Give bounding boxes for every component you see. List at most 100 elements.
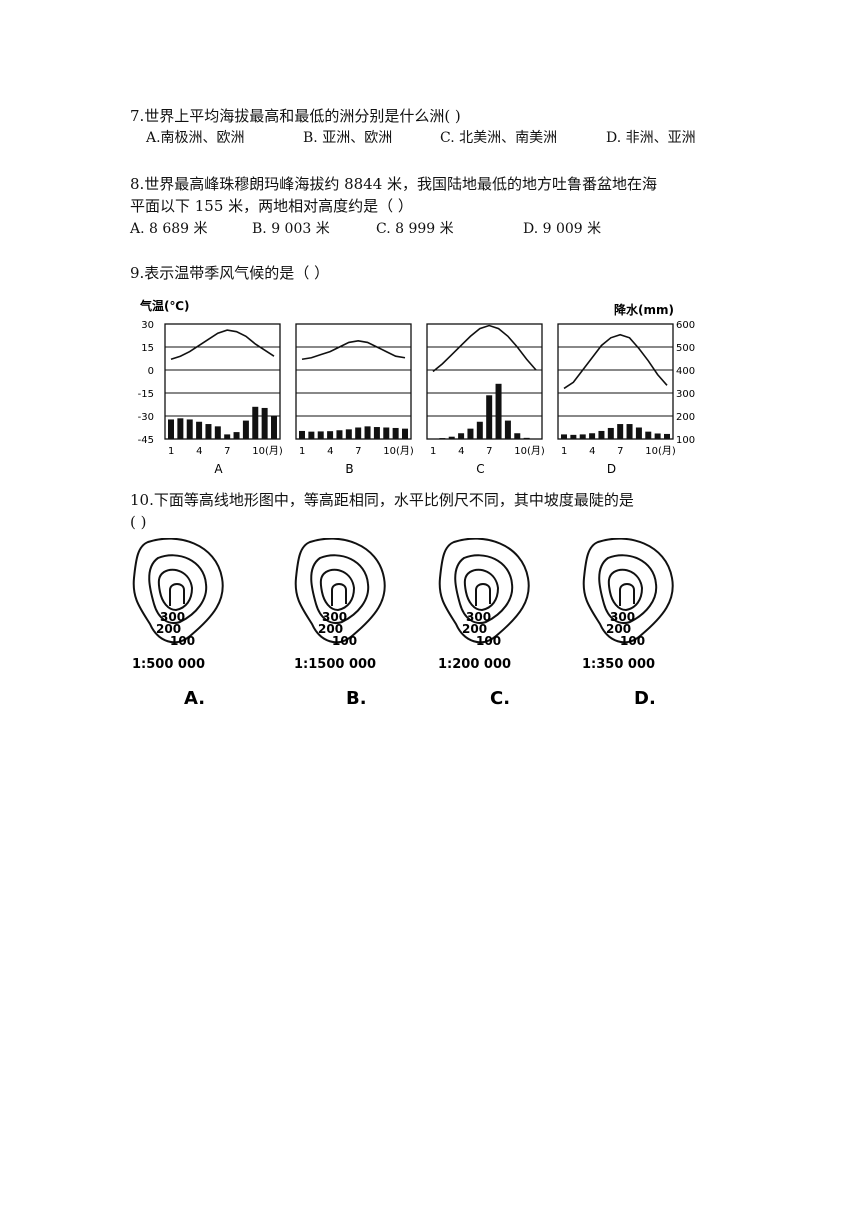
precipitation-bar	[233, 432, 240, 439]
precipitation-bar	[317, 431, 324, 439]
precipitation-bar	[271, 416, 277, 439]
precipitation-tick: 200	[676, 412, 695, 423]
precipitation-bar	[242, 420, 249, 439]
month-tick: 10(月)	[645, 445, 676, 457]
month-tick: 10(月)	[514, 445, 545, 457]
temperature-tick: -45	[138, 435, 154, 446]
contour-label: 200	[318, 622, 343, 636]
q8-option-a: A. 8 689 米	[130, 221, 208, 237]
q7-option-a: A.南极洲、欧洲	[146, 130, 245, 146]
temperature-line	[301, 340, 406, 361]
precipitation-tick: 400	[676, 366, 695, 377]
month-tick: 7	[355, 446, 361, 457]
precipitation-bar	[607, 427, 614, 439]
precipitation-bar	[373, 427, 380, 439]
month-tick: 4	[327, 446, 333, 457]
temperature-tick: -15	[138, 389, 154, 400]
temperature-tick: -30	[138, 412, 154, 423]
precipitation-bar	[598, 430, 605, 439]
precipitation-bar	[214, 426, 221, 439]
q7-option-b: B. 亚洲、欧洲	[303, 130, 393, 146]
contour-line	[294, 538, 386, 644]
precipitation-tick: 100	[676, 435, 695, 446]
precipitation-bar	[177, 418, 184, 439]
map-letter: B.	[346, 688, 367, 709]
month-tick: 4	[196, 446, 202, 457]
map-letter: A.	[184, 688, 205, 709]
precipitation-bar	[383, 427, 390, 439]
precipitation-bar	[561, 434, 567, 439]
contour-line	[598, 554, 658, 624]
month-tick: 1	[430, 446, 436, 457]
q8-stem-line1: 8.世界最高峰珠穆朗玛峰海拔约 8844 米，我国陆地最低的地方吐鲁番盆地在海	[130, 175, 658, 193]
contour-line	[331, 583, 347, 606]
precipitation-tick: 600	[676, 320, 695, 331]
q10-stem-line2: ( )	[130, 513, 147, 531]
contour-label: 300	[466, 610, 491, 624]
panel-label: B	[345, 462, 353, 476]
precipitation-bar	[392, 427, 399, 439]
contour-label: 100	[476, 634, 501, 648]
precipitation-bar	[570, 434, 577, 439]
precipitation-bar	[664, 433, 670, 439]
precipitation-bar	[439, 438, 446, 439]
precipitation-bar	[448, 436, 455, 439]
month-tick: 7	[617, 446, 623, 457]
precipitation-bar	[495, 383, 502, 439]
contour-line	[463, 568, 500, 612]
contour-line	[607, 568, 644, 612]
contour-line	[454, 554, 514, 624]
contour-label: 200	[606, 622, 631, 636]
q7-stem: 7.世界上平均海拔最高和最低的洲分别是什么洲( )	[130, 107, 461, 125]
contour-label: 100	[332, 634, 357, 648]
month-tick: 7	[224, 446, 230, 457]
precipitation-bar	[345, 429, 352, 439]
month-tick: 1	[299, 446, 305, 457]
contour-label: 100	[170, 634, 195, 648]
climate-panel-b: 1 4 7 10(月) B	[295, 323, 414, 476]
month-tick: 10(月)	[383, 445, 414, 457]
map-scale: 1:350 000	[582, 657, 655, 672]
precipitation-bar	[635, 427, 642, 439]
contour-line	[148, 554, 208, 624]
q8-stem-line2: 平面以下 155 米，两地相对高度约是（ ）	[130, 197, 413, 215]
precipitation-bar	[645, 431, 652, 439]
precipitation-bar	[579, 434, 586, 439]
precipitation-axis-title: 降水(mm)	[614, 302, 674, 317]
precipitation-tick: 300	[676, 389, 695, 400]
panel-label: A	[214, 462, 223, 476]
map-scale: 1:1500 000	[294, 657, 376, 672]
q8-option-d: D. 9 009 米	[523, 221, 602, 237]
precipitation-bar	[402, 428, 408, 439]
panel-frame	[426, 323, 543, 440]
contour-line	[438, 538, 530, 644]
precipitation-bar	[327, 431, 334, 439]
precipitation-bar	[252, 406, 259, 439]
contour-line	[157, 568, 194, 612]
precipitation-bar	[186, 419, 193, 439]
q8-option-b: B. 9 003 米	[252, 221, 330, 237]
contour-line	[619, 583, 635, 606]
precipitation-bar	[654, 433, 661, 439]
month-tick: 4	[458, 446, 464, 457]
contour-label: 100	[620, 634, 645, 648]
precipitation-bar	[364, 426, 371, 439]
precipitation-bar	[458, 433, 465, 439]
precipitation-bar	[336, 430, 343, 439]
temperature-tick: 15	[141, 343, 154, 354]
contour-line	[132, 538, 224, 644]
precipitation-bar	[523, 437, 530, 439]
contour-label: 300	[610, 610, 635, 624]
precipitation-bar	[514, 433, 521, 439]
q9-stem: 9.表示温带季风气候的是（ ）	[130, 264, 330, 282]
